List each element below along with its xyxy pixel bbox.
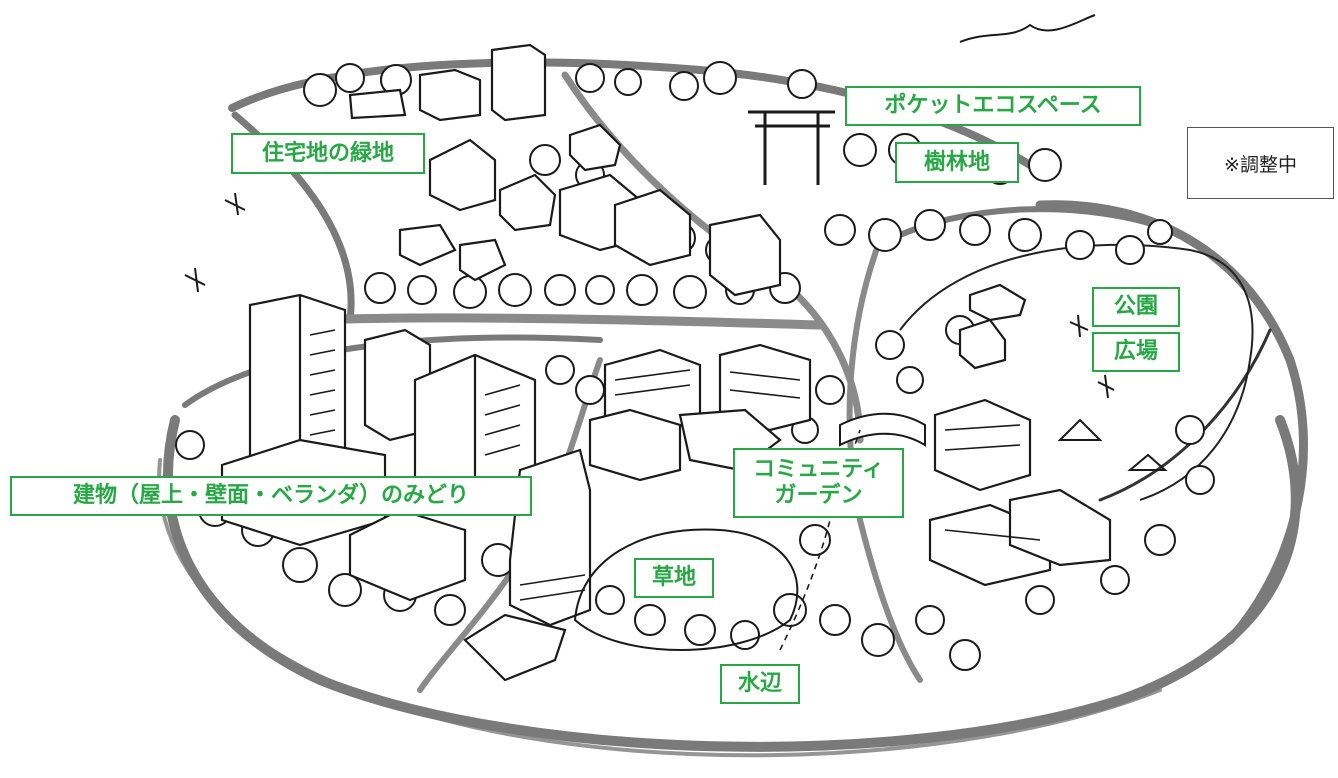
facade-lines [309, 329, 1041, 601]
label-community-garden-line2: ガーデン [774, 483, 863, 508]
label-woodland: 樹林地 [895, 142, 1019, 183]
trees [175, 61, 1215, 671]
label-waterside: 水辺 [720, 664, 800, 704]
park-boundary [899, 243, 1254, 501]
label-plaza: 広場 [1092, 332, 1180, 372]
status-note: ※調整中 [1187, 127, 1334, 199]
label-community-garden-line1: コミュニティ [753, 457, 884, 483]
label-pocket-eco-space: ポケットエコスペース [845, 86, 1141, 126]
plaza-tents [1057, 418, 1168, 471]
label-park: 公園 [1092, 287, 1180, 327]
torii-gate [748, 110, 835, 185]
label-residential-green: 住宅地の緑地 [231, 133, 425, 174]
label-grassland: 草地 [634, 558, 714, 598]
buildings [220, 43, 1112, 682]
flying-creatures [184, 14, 1115, 399]
bridge [839, 412, 926, 447]
label-community-garden: コミュニティ ガーデン [733, 448, 904, 518]
grassland-mound [573, 528, 799, 651]
label-building-green: 建物（屋上・壁面・ベランダ）のみどり [10, 476, 532, 516]
